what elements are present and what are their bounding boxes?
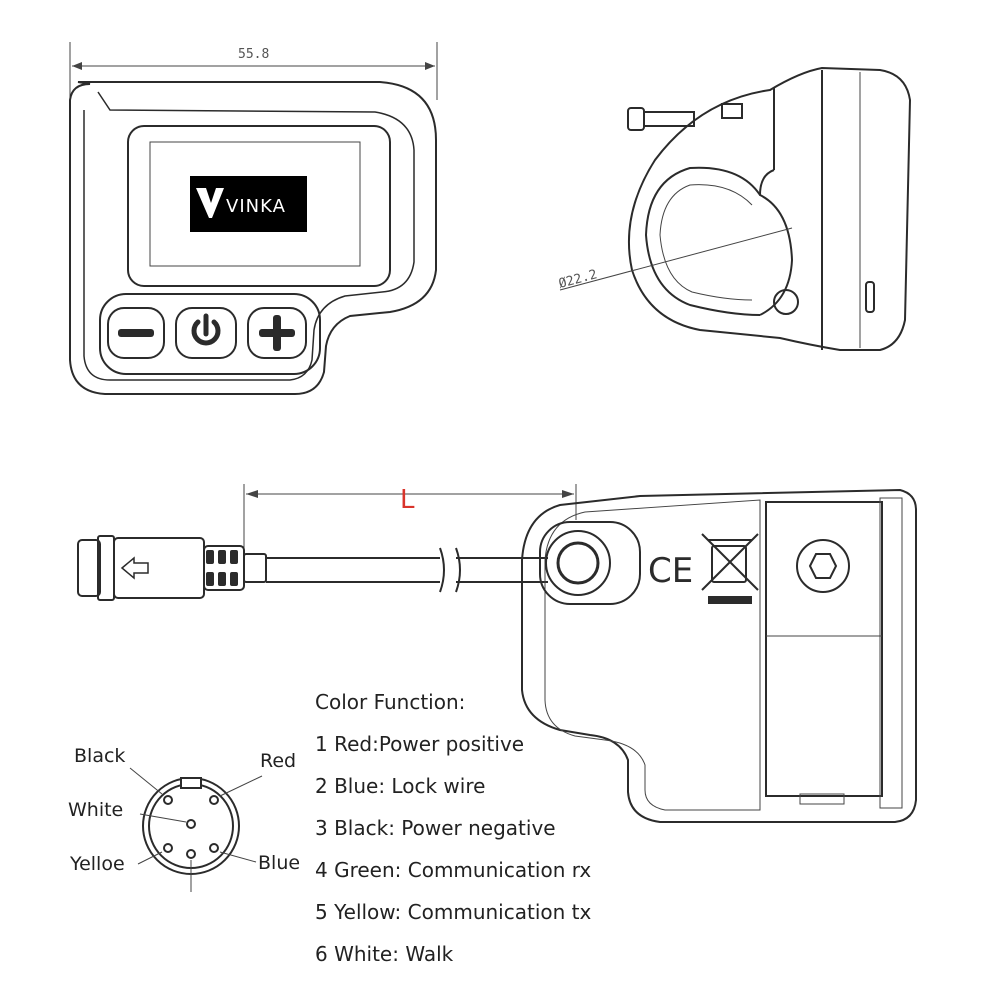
- pin-connector-diagram: [129, 767, 263, 892]
- length-label: L: [400, 485, 415, 515]
- pin-blue: [209, 843, 219, 853]
- display-body-outline: [69, 81, 437, 395]
- side-port: [865, 281, 875, 313]
- color-function-item: 1 Red:Power positive: [315, 732, 525, 756]
- ce-mark: CE: [648, 551, 693, 591]
- pin-yelloe: [163, 843, 173, 853]
- display-body-inner-outline: [83, 91, 415, 381]
- insert-arrow-icon: [120, 556, 149, 580]
- mounting-screw-head: [627, 107, 645, 131]
- plus-icon: [259, 315, 295, 351]
- width-dimension-label: 55.8: [238, 47, 269, 62]
- pin-label-blue: Blue: [258, 852, 301, 874]
- color-function-item: 6 White: Walk: [315, 942, 454, 966]
- connector-plug: [77, 535, 267, 601]
- connector-key: [180, 777, 202, 789]
- width-dimension: 55.8: [69, 42, 438, 100]
- pin-green: [186, 849, 196, 859]
- length-dimension: L: [243, 484, 577, 550]
- front-view-display: 55.8 VINKA: [69, 42, 438, 395]
- minus-icon: [118, 329, 154, 337]
- cable-assembly: L: [77, 484, 577, 601]
- pin-black: [163, 795, 173, 805]
- clamp-bolt-hole: [773, 289, 799, 315]
- hex-bolt-socket: [808, 553, 838, 579]
- cable-entry-boss: [539, 521, 641, 605]
- diameter-dimension: Ø22.2: [557, 227, 793, 292]
- color-function-list: Color Function: 1 Red:Power positive 2 B…: [315, 690, 591, 984]
- color-function-item: 2 Blue: Lock wire: [315, 774, 486, 798]
- weee-bin-icon: [701, 533, 759, 604]
- pin-label-black: Black: [74, 745, 126, 767]
- button-cluster-outline: [99, 293, 321, 375]
- power-button[interactable]: [175, 307, 237, 359]
- brand-logo-mark: [196, 188, 224, 218]
- screen-area: [149, 141, 361, 267]
- rear-panel: [765, 501, 883, 797]
- minus-button[interactable]: [107, 307, 165, 359]
- pin-label-white: White: [68, 799, 124, 821]
- brand-logo-text: VINKA: [226, 196, 286, 217]
- rear-view-housing: [521, 488, 917, 823]
- handlebar-clamp: [644, 166, 761, 316]
- power-icon: [191, 319, 221, 346]
- plus-button[interactable]: [247, 307, 307, 359]
- color-function-item: 4 Green: Communication rx: [315, 858, 592, 882]
- side-view-display: Ø22.2: [557, 66, 912, 351]
- color-function-item: 5 Yellow: Communication tx: [315, 900, 592, 924]
- color-function-item: 3 Black: Power negative: [315, 816, 556, 840]
- cable: [266, 547, 548, 593]
- screw-nut: [721, 103, 743, 119]
- pin-label-red: Red: [260, 750, 297, 772]
- rear-view-display: CE: [521, 488, 917, 823]
- mounting-screw-shaft: [643, 111, 695, 127]
- pin-red: [209, 795, 219, 805]
- connector-grip: [203, 545, 245, 591]
- pin-white: [186, 819, 196, 829]
- side-view-housing: [627, 66, 912, 351]
- pin-label-yelloe: Yelloe: [70, 853, 125, 875]
- color-function-title: Color Function:: [315, 690, 466, 714]
- screen-bezel: [127, 125, 391, 287]
- diameter-label: Ø22.2: [557, 267, 599, 292]
- hex-bolt: [796, 539, 850, 593]
